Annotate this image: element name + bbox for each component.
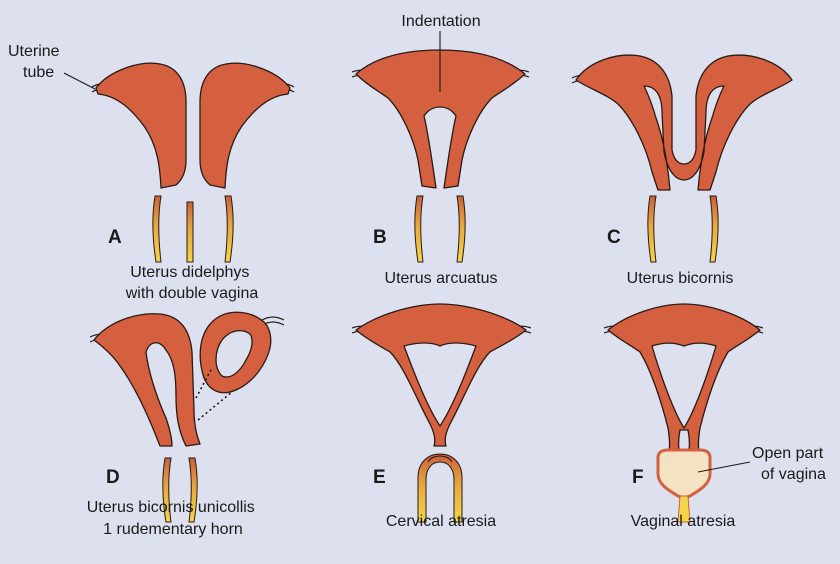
panel-b-uterus-arcuatus: Indentation B Uterus arcuatus	[352, 13, 529, 287]
panel-b-letter: B	[373, 227, 387, 248]
panel-f-vaginal-atresia: Open part of vagina F Vaginal atresia	[604, 304, 828, 530]
panel-f-caption: Vaginal atresia	[631, 513, 736, 530]
rudimentary-horn	[200, 312, 271, 392]
panel-d-uterus-bicornis-unicollis: D Uterus bicornis unicollis 1 rudementar…	[87, 312, 284, 538]
panel-e-caption: Cervical atresia	[386, 513, 496, 530]
atretic-cervix-vagina	[418, 454, 462, 522]
panel-c-caption: Uterus bicornis	[627, 270, 734, 287]
uterine-tube-label: Uterine tube	[8, 43, 64, 81]
panel-d-caption: Uterus bicornis unicollis 1 rudementary …	[87, 499, 260, 538]
vagina	[648, 196, 718, 262]
panel-e-cervical-atresia: E Cervical atresia	[352, 304, 531, 530]
panel-f-letter: F	[632, 467, 644, 488]
panel-a-uterus-didelphys: Uterine tube A Uterus didelphys with dou…	[8, 43, 294, 302]
vagina	[415, 196, 465, 262]
uterus-body	[608, 304, 760, 456]
uterus-body	[356, 304, 526, 446]
dotted-connection-lower	[198, 392, 232, 420]
indentation-label: Indentation	[401, 13, 480, 30]
open-part-of-vagina	[658, 450, 710, 498]
panel-c-uterus-bicornis: C Uterus bicornis	[572, 55, 792, 287]
panel-b-caption: Uterus arcuatus	[385, 270, 498, 287]
right-hemi-uterus	[200, 63, 290, 188]
functional-horn	[94, 314, 200, 446]
uterine-tube-leader	[64, 73, 95, 89]
panel-e-letter: E	[373, 467, 386, 488]
double-vagina	[153, 196, 233, 262]
panel-a-caption: Uterus didelphys with double vagina	[125, 264, 259, 302]
bicornuate-uterus-body	[576, 55, 792, 190]
open-part-of-vagina-label: Open part of vagina	[752, 445, 828, 483]
panel-c-letter: C	[607, 227, 621, 248]
left-hemi-uterus	[96, 63, 186, 188]
panel-a-letter: A	[108, 227, 122, 248]
panel-d-letter: D	[106, 467, 120, 488]
